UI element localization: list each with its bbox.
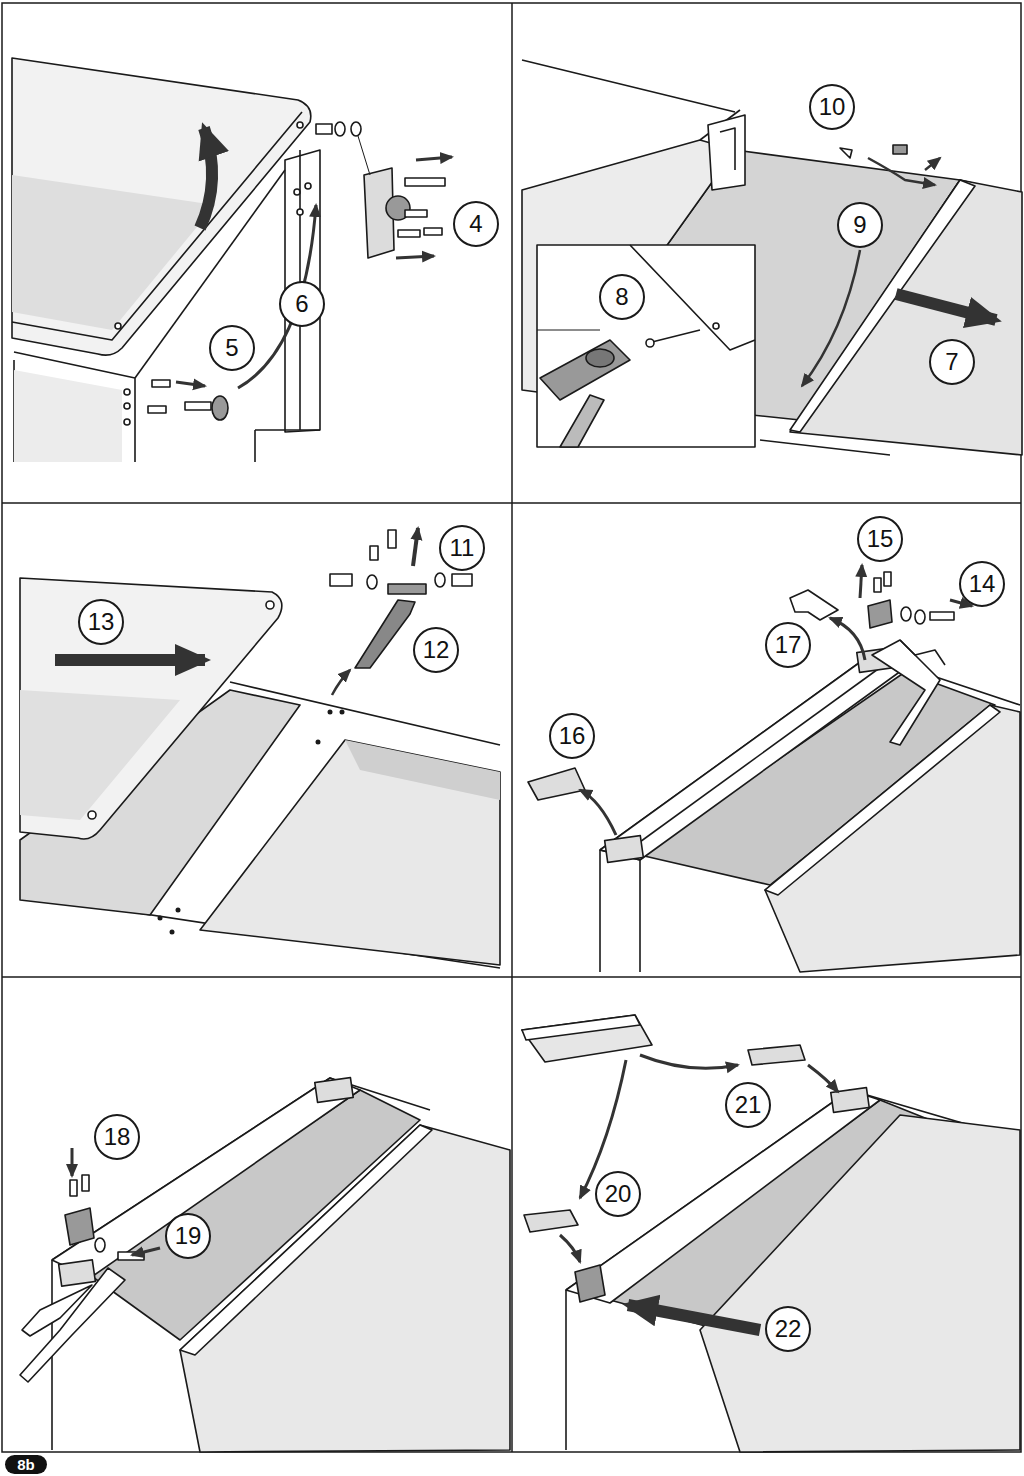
panel-6-sketch: [522, 1015, 1020, 1452]
panel-1-sketch: [12, 58, 452, 462]
callout-number: 21: [725, 1082, 771, 1128]
callout-text: 19: [175, 1224, 202, 1248]
callout-number: 14: [959, 561, 1005, 607]
panel-4-sketch: [528, 565, 1020, 972]
callout-text: 14: [969, 572, 996, 596]
callout-text: 11: [450, 536, 475, 560]
callout-number: 8: [599, 274, 645, 320]
callout-number: 9: [837, 202, 883, 248]
callout-number: 20: [595, 1171, 641, 1217]
callout-number: 7: [929, 339, 975, 385]
callout-text: 22: [775, 1317, 802, 1341]
callout-number: 18: [94, 1114, 140, 1160]
callout-text: 6: [295, 292, 308, 316]
callout-text: 15: [867, 527, 894, 551]
callout-text: 4: [469, 212, 482, 236]
callout-text: 13: [88, 610, 115, 634]
callout-text: 12: [423, 638, 450, 662]
callout-number: 10: [809, 84, 855, 130]
panel-frame: [2, 3, 1021, 1452]
callout-text: 20: [605, 1182, 632, 1206]
page-number: 8b: [5, 1455, 47, 1474]
callout-text: 17: [775, 633, 802, 657]
callout-number: 5: [209, 325, 255, 371]
callout-text: 21: [735, 1093, 762, 1117]
panel-3-sketch: [20, 528, 500, 968]
callout-number: 17: [765, 622, 811, 668]
callout-text: 9: [853, 213, 866, 237]
callout-number: 22: [765, 1306, 811, 1352]
callout-text: 8b: [17, 1457, 35, 1472]
callout-number: 15: [857, 516, 903, 562]
callout-number: 4: [453, 201, 499, 247]
callout-text: 10: [819, 95, 846, 119]
callout-number: 6: [279, 281, 325, 327]
callout-number: 19: [165, 1213, 211, 1259]
callout-number: 11: [439, 525, 485, 571]
callout-text: 16: [559, 724, 586, 748]
panel-5-sketch: [20, 1078, 510, 1452]
callout-number: 12: [413, 627, 459, 673]
callout-number: 13: [78, 599, 124, 645]
callout-text: 18: [104, 1125, 131, 1149]
callout-text: 5: [225, 336, 238, 360]
callout-text: 7: [945, 350, 958, 374]
callout-number: 16: [549, 713, 595, 759]
callout-text: 8: [615, 285, 628, 309]
panel-2-sketch: [522, 60, 1022, 455]
